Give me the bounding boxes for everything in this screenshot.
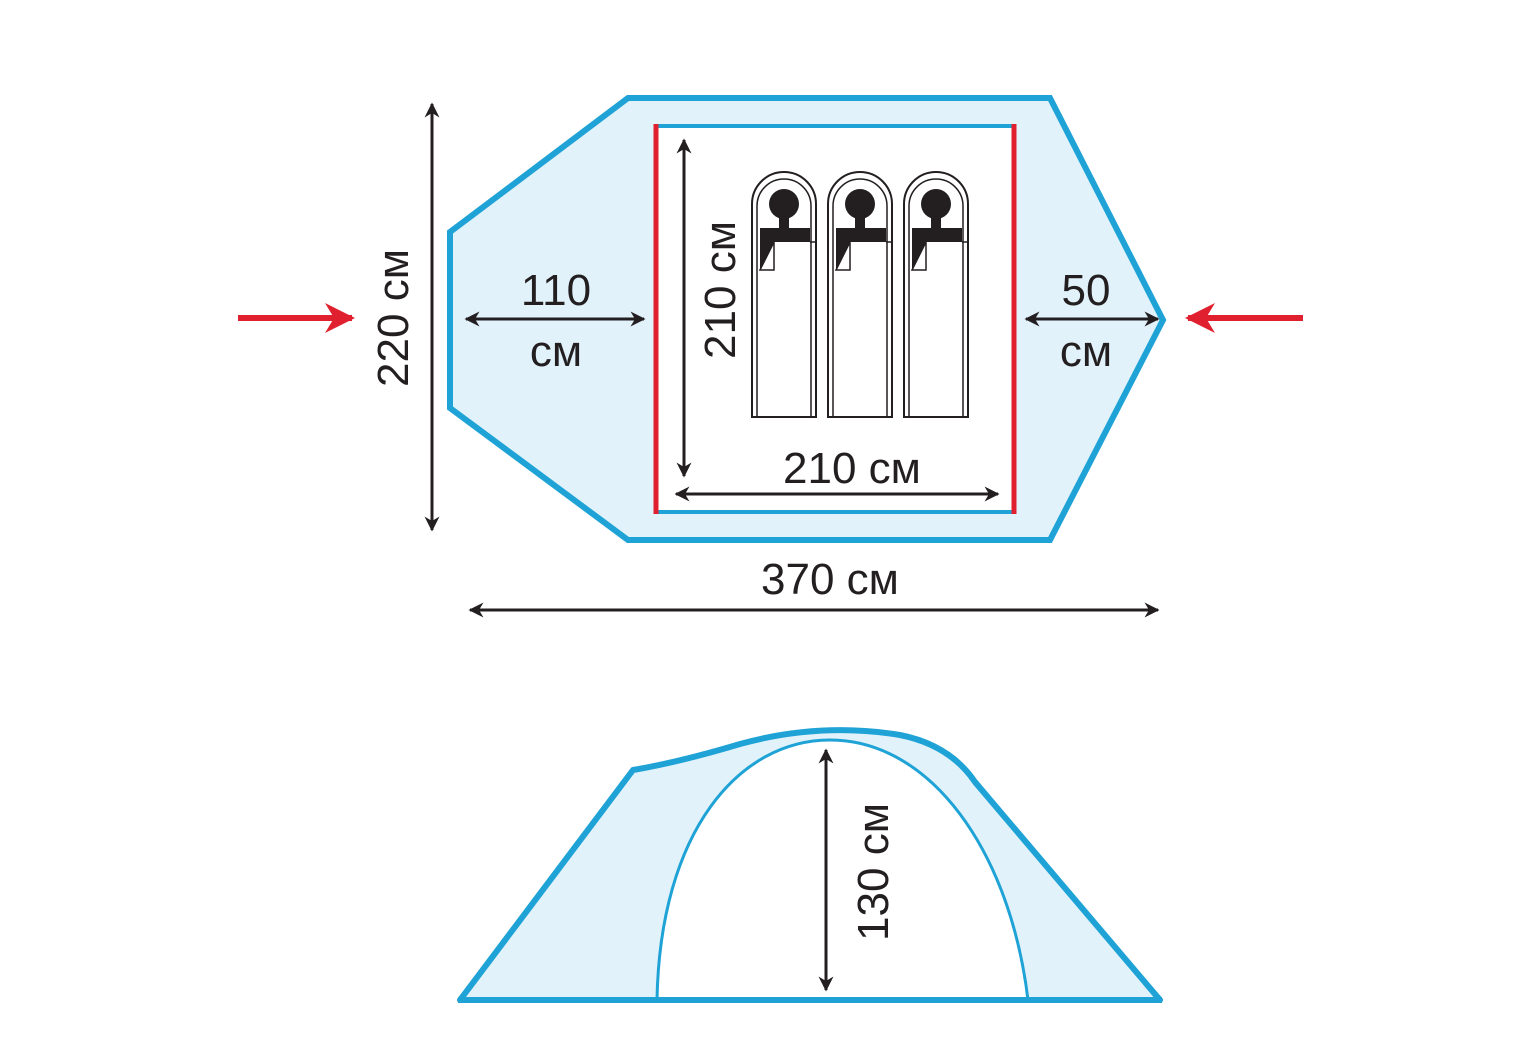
floor-plan: 220 см 110 см 50 см 210 см 210 см 370 см <box>238 95 1303 618</box>
vestibule-left-unit: см <box>530 327 582 376</box>
width-label: 220 см <box>369 249 418 387</box>
vestibule-right-value: 50 <box>1062 266 1111 315</box>
total-length-label: 370 см <box>761 555 899 604</box>
inner-tent-arch <box>655 738 1030 1002</box>
height-label: 130 см <box>849 803 898 941</box>
inner-depth-label: 210 см <box>696 221 745 359</box>
sleeping-bag-icon <box>751 171 817 418</box>
vestibule-left-value: 110 <box>521 266 591 315</box>
sleeping-bag-icon <box>827 171 893 418</box>
inner-width-label: 210 см <box>783 444 921 493</box>
sleeping-bag-icon <box>903 171 969 418</box>
vestibule-right-unit: см <box>1060 327 1112 376</box>
side-view: 130 см <box>457 727 1163 1003</box>
